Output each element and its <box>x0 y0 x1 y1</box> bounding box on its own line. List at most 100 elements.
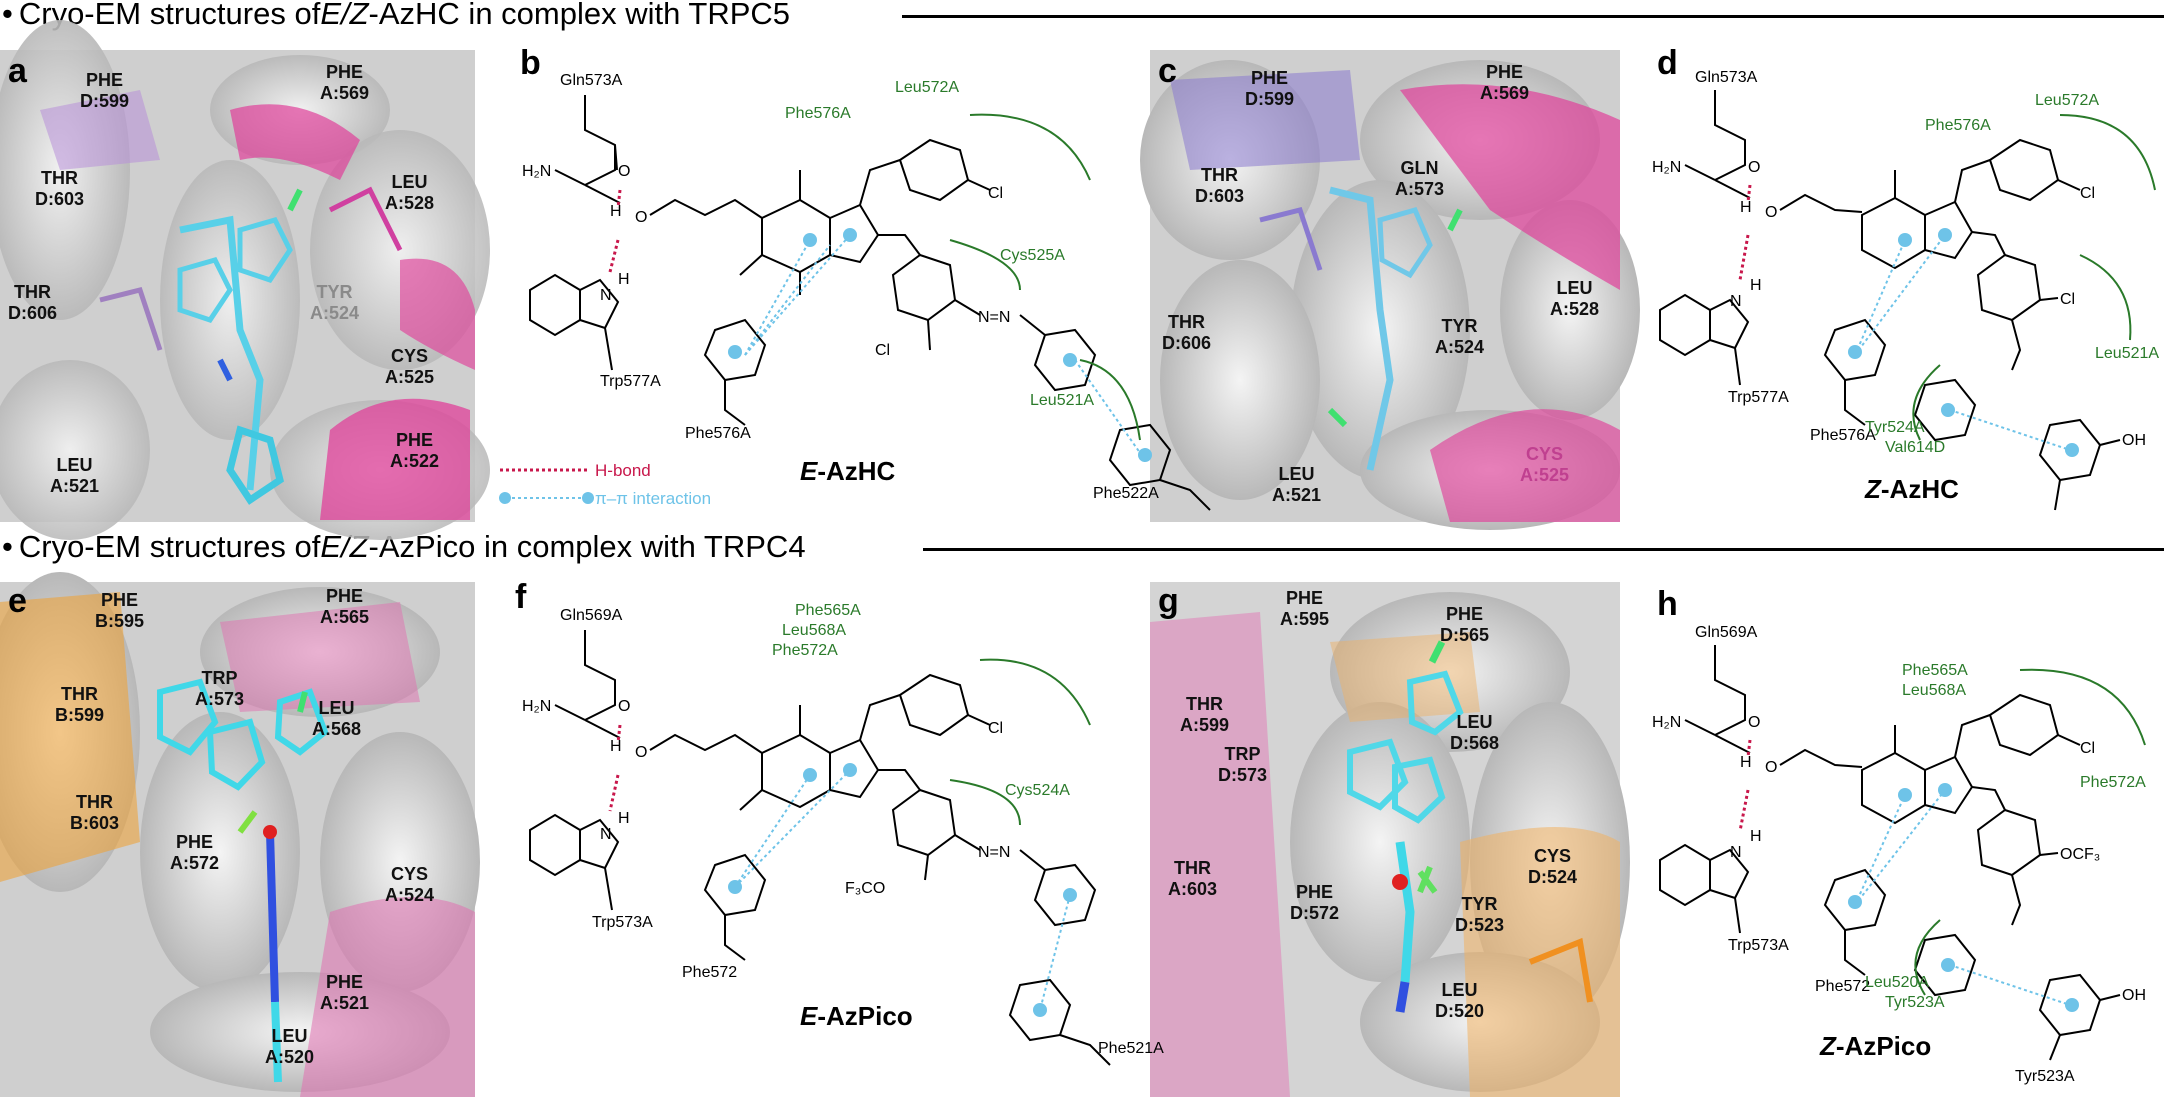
atom-o: O <box>1765 759 1777 776</box>
label-phe572: Phe572A <box>772 642 838 659</box>
panel-letter-h: h <box>1657 585 1678 623</box>
label-gln: Gln569A <box>1695 624 1758 641</box>
label-phe572: Phe572A <box>2080 774 2146 791</box>
atom-n: N <box>600 287 612 304</box>
header-text-post: -AzHC in complex with TRPC5 <box>368 0 791 31</box>
panel-letter-b: b <box>520 44 541 82</box>
section-header-1: • Cryo-EM structures of E/Z -AzHC in com… <box>2 0 790 31</box>
label-gln: Gln573A <box>560 72 623 89</box>
header-rule-2 <box>923 548 2164 551</box>
section-header-2: • Cryo-EM structures of E/Z -AzPico in c… <box>2 529 806 564</box>
label-leu521: Leu521A <box>1030 392 1094 409</box>
atom-o: O <box>618 698 630 715</box>
atom-h: H <box>610 738 622 755</box>
label-trp: Trp573A <box>1728 937 1789 954</box>
panel-letter-f: f <box>515 578 527 616</box>
panel-letter-e: e <box>8 582 27 620</box>
atom-ocf3: OCF₃ <box>2060 846 2100 863</box>
atom-o: O <box>1765 204 1777 221</box>
label-leu572: Leu572A <box>2035 92 2099 109</box>
label-cys: Cys525A <box>1000 247 1065 264</box>
atom-n: N <box>1730 293 1742 310</box>
label-tyr523-bottom: Tyr523A <box>2015 1068 2075 1085</box>
atom-n: N <box>600 826 612 843</box>
label-leu568: Leu568A <box>1902 682 1966 699</box>
panel-d-interaction-diagram: Gln573A H₂N O H O H N Trp577A Phe576A Ph… <box>1652 69 2159 511</box>
atom-cl: Cl <box>988 185 1003 202</box>
label-trp: Trp573A <box>592 914 653 931</box>
panel-letter-a: a <box>8 52 27 90</box>
label-leu521: Leu521A <box>2095 345 2159 362</box>
label-trp: Trp577A <box>600 373 661 390</box>
atom-cl: Cl <box>875 342 890 359</box>
atom-cl: Cl <box>2080 185 2095 202</box>
atom-h: H <box>1740 754 1752 771</box>
atom-h2n: H₂N <box>1652 159 1681 176</box>
label-gln: Gln573A <box>1695 69 1758 86</box>
atom-nn: N=N <box>978 844 1010 861</box>
label-phe576: Phe576A <box>785 105 851 122</box>
label-tyr523: Tyr523A <box>1885 994 1945 1011</box>
density-map-a <box>0 20 490 540</box>
atom-h: H <box>610 203 622 220</box>
atom-oh: OH <box>2122 432 2146 449</box>
panel-letter-g: g <box>1158 582 1179 620</box>
atom-h: H <box>1750 828 1762 845</box>
density-map-e <box>0 572 480 1097</box>
atom-h: H <box>618 271 630 288</box>
density-map-g <box>1150 582 1630 1097</box>
atom-o: O <box>618 163 630 180</box>
legend-pi: π–π interaction <box>595 489 711 508</box>
label-phe-bottom: Phe572 <box>682 964 737 981</box>
atom-cl: Cl <box>2080 740 2095 757</box>
bullet: • <box>2 529 13 564</box>
label-phe521: Phe521A <box>1098 1040 1164 1057</box>
atom-h: H <box>1750 277 1762 294</box>
molecule-name: Z-AzPico <box>1819 1031 1931 1061</box>
panel-f-interaction-diagram: Gln569A H₂N O H O H N Trp573A Phe572 Phe… <box>522 602 1164 1066</box>
atom-cl: Cl <box>2060 291 2075 308</box>
label-val614: Val614D <box>1885 439 1945 456</box>
atom-h: H <box>1740 199 1752 216</box>
atom-oh: OH <box>2122 987 2146 1004</box>
atom-o: O <box>1748 714 1760 731</box>
panel-letter-c: c <box>1158 52 1177 90</box>
atom-o: O <box>635 744 647 761</box>
density-map-c <box>1140 50 1640 530</box>
molecule-name: Z-AzHC <box>1864 474 1959 504</box>
panel-letter-d: d <box>1657 44 1678 82</box>
atom-nn: N=N <box>978 309 1010 326</box>
molecule-name: E-AzPico <box>800 1001 913 1031</box>
atom-f3co: F₃CO <box>845 880 885 897</box>
atom-cl: Cl <box>988 720 1003 737</box>
